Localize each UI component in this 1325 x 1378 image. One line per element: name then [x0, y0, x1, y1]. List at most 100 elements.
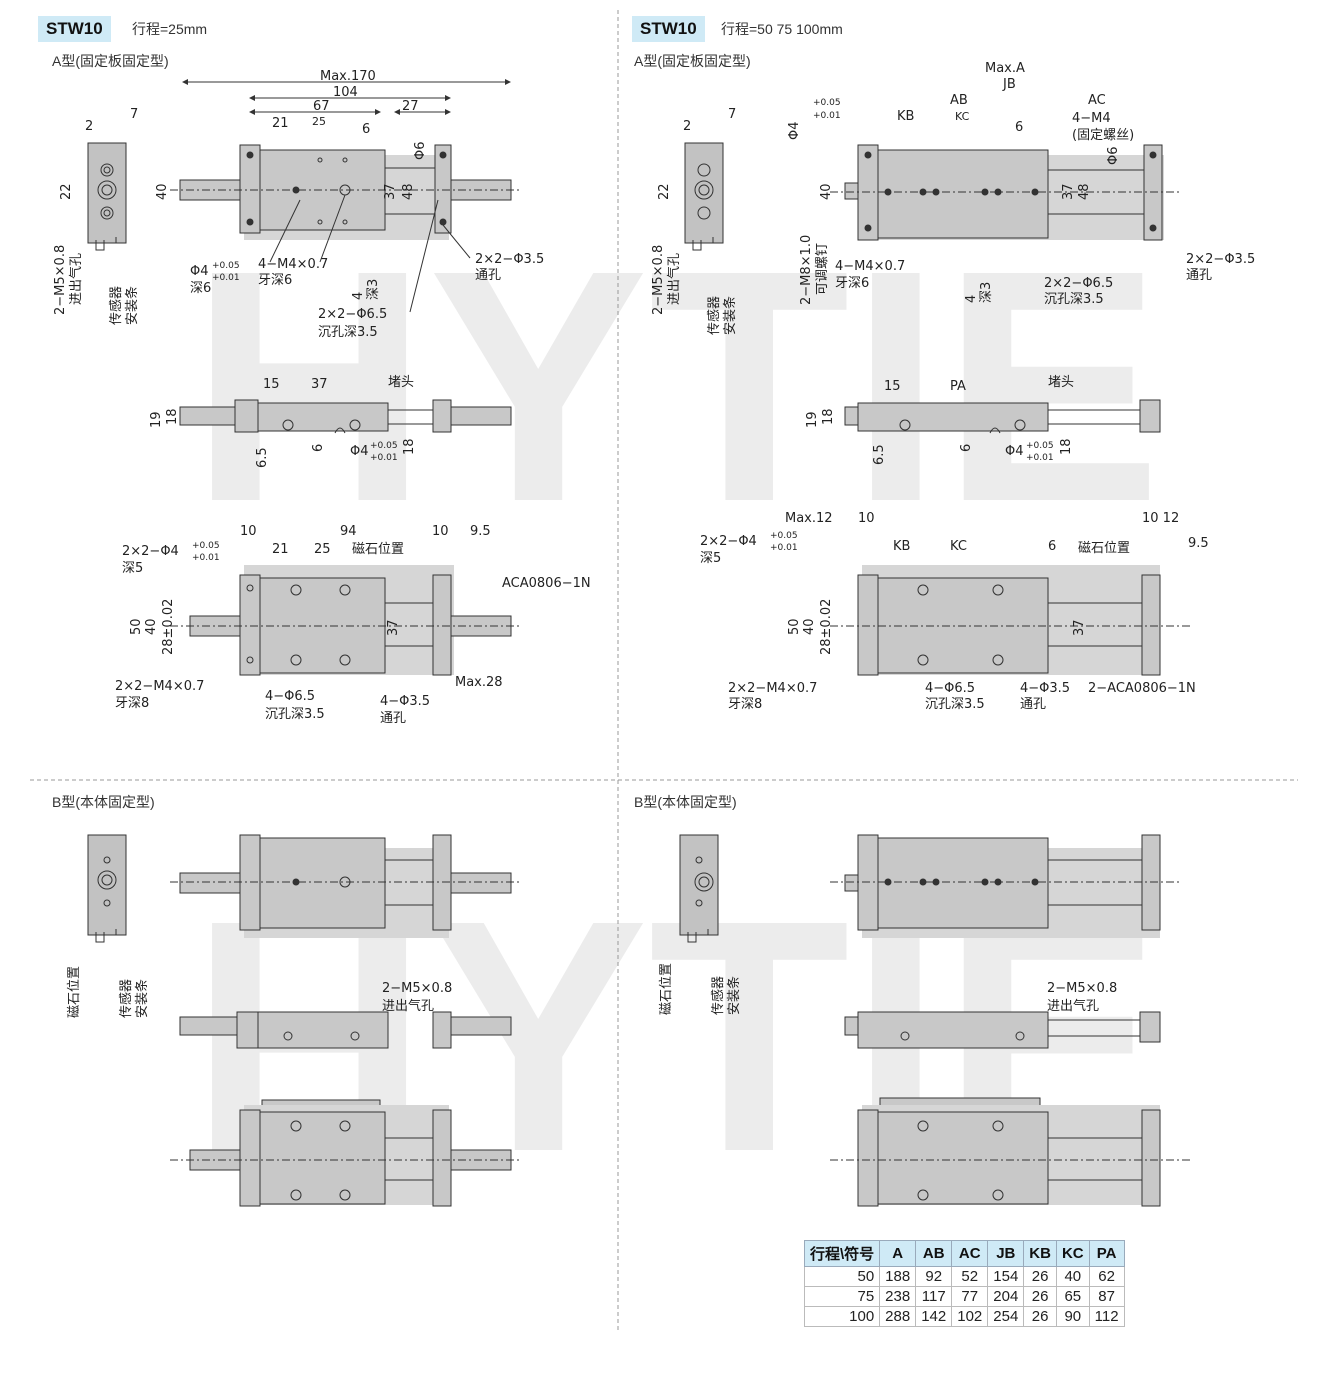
dimension-label: 25: [312, 115, 326, 128]
dimension-label: 牙深6: [835, 276, 869, 291]
type-b-label-left: B型(本体固定型): [52, 794, 155, 810]
table-cell: 238: [879, 1286, 917, 1307]
dimension-label: 安装条: [134, 979, 150, 1018]
left-a-top-view: [170, 144, 520, 240]
dimension-label: 4−M4×0.7: [258, 257, 328, 272]
dimension-label: 6: [1015, 120, 1023, 135]
dimension-label: 4−Φ6.5: [925, 681, 975, 696]
dimension-label: Φ4: [787, 121, 802, 140]
dimension-label: 磁石位置: [659, 963, 674, 1015]
dimension-label: 通孔: [380, 711, 406, 726]
dimension-label: 15: [884, 379, 901, 394]
left-b-front-view: [179, 1011, 512, 1049]
table-cell: 77: [951, 1286, 989, 1307]
dimension-label: 2×2−M4×0.7: [115, 679, 204, 694]
dimension-label: 21: [272, 542, 289, 557]
dimension-label: 安装条: [124, 286, 140, 325]
dimension-label: Φ6: [413, 141, 428, 160]
dimension-label: 安装条: [722, 296, 738, 335]
dimension-label: 2×2−Φ3.5: [475, 252, 544, 267]
table-header: PA: [1088, 1240, 1125, 1267]
dimension-label: 19: [149, 411, 164, 428]
left-a-side-view: [87, 142, 127, 251]
dimension-label: 传感器: [710, 976, 726, 1015]
table-header: KB: [1023, 1240, 1057, 1267]
type-b-label-right: B型(本体固定型): [634, 794, 737, 810]
dimension-label: 22: [657, 183, 672, 200]
dimension-label: 进出气孔: [382, 998, 434, 1014]
dimension-label: 深3: [366, 279, 381, 300]
dimension-label: 50: [787, 618, 802, 635]
dimension-label: 19: [805, 411, 820, 428]
dimension-label: Φ4: [350, 444, 369, 459]
dimension-label: 2−ACA0806−1N: [1088, 681, 1196, 696]
table-cell: 204: [987, 1286, 1025, 1307]
dimension-label: 4: [351, 292, 366, 300]
dimension-label: 21: [272, 116, 289, 131]
right-b-bottom-view: [830, 1097, 1190, 1207]
dimension-label: AC: [1088, 93, 1106, 108]
watermark-text-top: HYTIE: [190, 201, 1162, 570]
dimension-label: 67: [313, 99, 330, 114]
type-a-label-left: A型(固定板固定型): [52, 53, 169, 69]
dimension-label: 沉孔深3.5: [1044, 292, 1104, 307]
dimension-label: +0.01: [770, 543, 798, 553]
dimension-label: 18: [821, 408, 836, 425]
dimension-label: KC: [950, 539, 967, 554]
left-b-top-view: [170, 834, 520, 938]
dimension-label: 37: [1072, 619, 1087, 636]
dimension-label: 传感器: [108, 286, 124, 325]
right-a-bottom-view: [830, 565, 1190, 676]
dimension-label: Φ6: [1106, 146, 1121, 165]
dimension-label: 40: [819, 183, 834, 200]
table-row: 75 238 117 77 204 26 65 87: [803, 1286, 1125, 1307]
right-a-front-view: [844, 399, 1161, 434]
dimension-label: PA: [950, 379, 966, 394]
dimension-label: 6: [311, 444, 326, 452]
dimension-label: 堵头: [1048, 375, 1074, 390]
dimension-label: 40: [144, 618, 159, 635]
dimension-label: 22: [59, 183, 74, 200]
dimension-label: +0.05: [370, 441, 398, 451]
dimension-label: 2×2−Φ4: [700, 534, 757, 549]
dimension-label: 安装条: [726, 976, 742, 1015]
dimension-label: 2: [85, 119, 93, 134]
table-cell: 26: [1023, 1266, 1057, 1287]
table-header: 行程\符号: [803, 1240, 881, 1267]
dimension-label: 2×2−Φ3.5: [1186, 252, 1255, 267]
dimension-label: 堵头: [388, 375, 414, 390]
table-row: 50 188 92 52 154 26 40 62: [803, 1266, 1125, 1287]
dimension-label: 6: [959, 444, 974, 452]
dimension-label: 进出气孔: [666, 253, 682, 305]
dimension-label: 94: [340, 524, 357, 539]
dimension-label: 40: [155, 183, 170, 200]
dimension-label: +0.05: [813, 98, 841, 108]
dimension-label: +0.01: [1026, 453, 1054, 463]
dimension-label: Max.170: [320, 69, 376, 84]
dimension-label: 37: [386, 619, 401, 636]
dimension-label: 通孔: [1186, 268, 1212, 283]
dimension-label: 7: [728, 107, 736, 122]
dimension-label: 2: [683, 119, 691, 134]
model-tag-left: STW10: [38, 16, 111, 42]
dimension-label: 2−M5×0.8: [1047, 981, 1117, 996]
dimension-label: 48: [401, 183, 416, 200]
dimension-label: 深5: [122, 561, 143, 576]
table-cell: 142: [915, 1306, 953, 1327]
dimension-label: 2×2−M4×0.7: [728, 681, 817, 696]
table-header: A: [879, 1240, 917, 1267]
dimension-label: +0.05: [212, 261, 240, 271]
table-cell: 117: [915, 1286, 953, 1307]
dimension-label: 深5: [700, 551, 721, 566]
table-cell: 102: [951, 1306, 989, 1327]
table-cell: 188: [879, 1266, 917, 1287]
dimension-label: +0.05: [192, 541, 220, 551]
dimension-label: 25: [314, 542, 331, 557]
left-b-side-view: [87, 834, 127, 943]
dimension-label: 9.5: [1188, 536, 1209, 551]
right-b-top-view: [830, 834, 1180, 938]
table-cell: 90: [1055, 1306, 1090, 1327]
dimension-label: 4−Φ3.5: [1020, 681, 1070, 696]
dimension-label: 4−Φ6.5: [265, 689, 315, 704]
dimension-label: +0.01: [192, 553, 220, 563]
